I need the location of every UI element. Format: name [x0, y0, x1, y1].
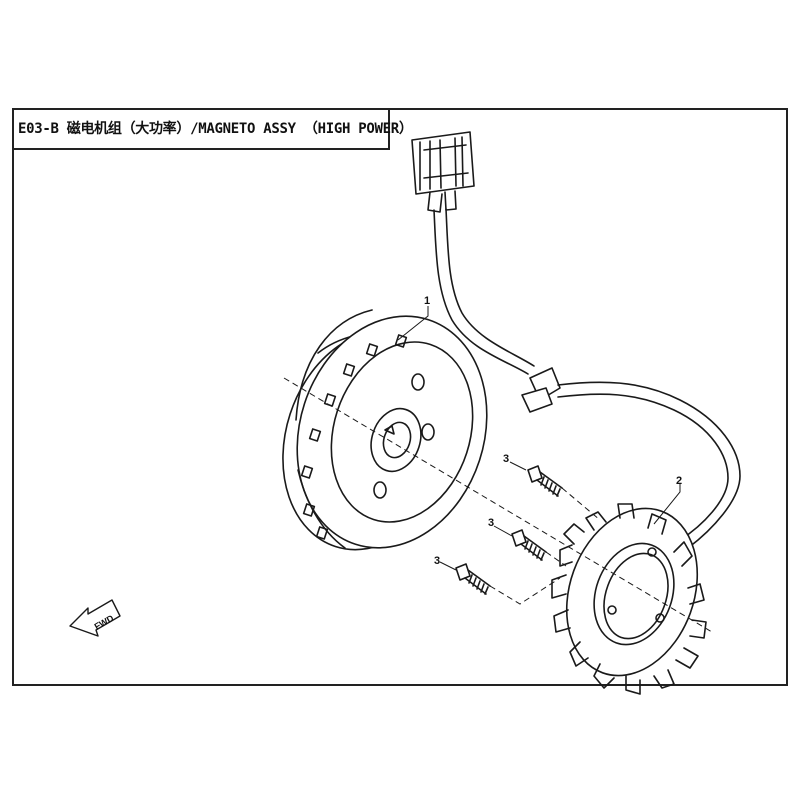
fwd-arrow-icon: FWD: [69, 599, 121, 637]
title-box: E03-B 磁电机组（大功率）/MAGNETO ASSY （HIGH POWER…: [12, 108, 413, 150]
callout-3-top: 3: [503, 453, 509, 465]
callout-3-middle: 3: [488, 517, 494, 529]
callout-leaders: [397, 306, 681, 571]
wire-connector: [411, 131, 475, 213]
callouts: 1 2 3 3 3: [424, 295, 682, 567]
bolt-bottom: [455, 563, 491, 595]
center-lines: [283, 377, 713, 633]
diagram-frame: [12, 108, 788, 686]
callout-3-bottom: 3: [434, 555, 440, 567]
callout-2: 2: [676, 475, 682, 487]
diagram-title: E03-B 磁电机组（大功率）/MAGNETO ASSY （HIGH POWER…: [18, 121, 413, 137]
stator-coil: [551, 503, 707, 695]
bolt-middle: [511, 529, 547, 561]
bolt-top: [527, 465, 563, 497]
flywheel-rotor: [282, 309, 488, 551]
wire-harness: [433, 208, 741, 549]
callout-1: 1: [424, 295, 430, 307]
